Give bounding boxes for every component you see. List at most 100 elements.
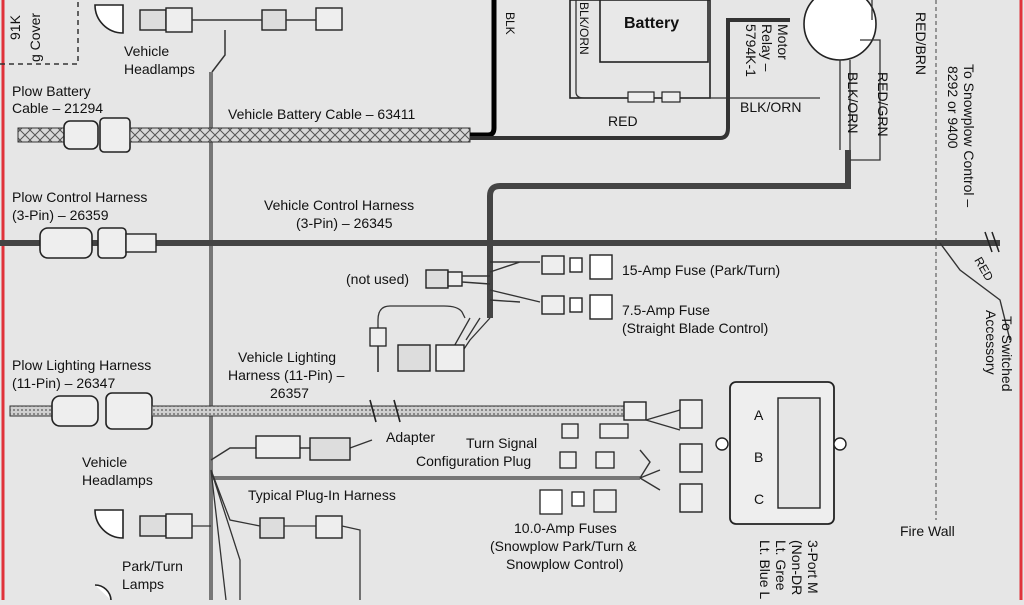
- top-wires: [192, 19, 316, 73]
- bottom-connector-a: [259, 517, 285, 539]
- headlamps-bottom-label-2: Headlamps: [82, 472, 153, 488]
- battery-inner: [599, 0, 709, 63]
- snowplow-control-label-1: To Snowplow Control –: [961, 64, 977, 207]
- fuse-10-c: [593, 489, 617, 513]
- lighting-plug-small: [369, 327, 387, 347]
- battery-leads: [575, 0, 820, 99]
- not-used-label: (not used): [346, 271, 409, 287]
- red-label-2: RED: [971, 255, 996, 284]
- turn-signal-plug-4: [595, 451, 615, 469]
- headlamp-top-connector: [139, 9, 167, 31]
- park-turn-lamp-icon: [94, 584, 112, 601]
- top-connector-4: [315, 7, 343, 31]
- red-brn-label: RED/BRN: [913, 12, 929, 75]
- relay-wires: [839, 0, 881, 161]
- fuse-15-icon: [569, 257, 583, 273]
- plow-control-label-1: Plow Control Harness: [12, 189, 147, 205]
- port-b-connector: [679, 443, 703, 473]
- lighting-end-connector: [623, 401, 647, 421]
- headlamps-top-label-1: Vehicle: [124, 43, 169, 59]
- plow-battery-socket: [99, 117, 131, 153]
- turn-signal-plug-3: [559, 451, 577, 469]
- port-a-label: A: [754, 407, 764, 423]
- module-mount-right: [833, 437, 847, 451]
- vehicle-battery-cable: [129, 127, 471, 143]
- not-used-wires: [461, 275, 491, 285]
- vehicle-battery-cable-label: Vehicle Battery Cable – 63411: [228, 106, 416, 122]
- blk-orn-label-3: BLK/ORN: [845, 72, 861, 133]
- lighting-connector-a: [397, 344, 431, 372]
- turn-signal-label-2: Configuration Plug: [416, 453, 531, 469]
- fire-wall-label: Fire Wall: [900, 523, 955, 539]
- headlamp-top-icon: [94, 4, 124, 34]
- fuse-75-label-2: (Straight Blade Control): [622, 320, 768, 336]
- plow-lighting-label-2: (11-Pin) – 26347: [12, 375, 115, 391]
- turn-signal-plug: [561, 423, 579, 439]
- plow-lighting-plug: [51, 395, 99, 427]
- vehicle-control-label-1: Vehicle Control Harness: [264, 197, 414, 213]
- battery-label: Battery: [624, 15, 679, 32]
- adapter-connector-a: [255, 435, 301, 459]
- module-label-4: Lt. Blue L: [757, 540, 773, 599]
- vehicle-lighting-cable: [151, 405, 633, 417]
- junction-branch: [487, 150, 851, 243]
- cover-word-label: g Cover: [27, 13, 43, 62]
- vehicle-lighting-label-1: Vehicle Lighting: [238, 349, 336, 365]
- plow-battery-label-1: Plow Battery: [12, 83, 91, 99]
- plow-control-socket: [97, 227, 127, 259]
- headlamps-bottom-label-1: Vehicle: [82, 454, 127, 470]
- fuse-75-holder: [541, 295, 565, 315]
- port-c-label: C: [754, 491, 764, 507]
- vehicle-lighting-label-3: 26357: [270, 385, 309, 401]
- plow-lighting-label-1: Plow Lighting Harness: [12, 357, 151, 373]
- red-grn-label: RED/GRN: [875, 72, 891, 137]
- plow-lighting-socket: [105, 392, 153, 430]
- red-switched-wire: [939, 242, 1011, 341]
- port-b-label: B: [754, 449, 763, 465]
- battery-black-cable: [470, 0, 497, 138]
- not-used-connector: [425, 269, 449, 289]
- headlamp-bottom-connector: [139, 515, 167, 537]
- module-label-1: 3-Port M: [805, 540, 821, 594]
- fuse-10-b: [571, 491, 585, 507]
- turn-signal-label-1: Turn Signal: [466, 435, 537, 451]
- fuses-10-label-3: Snowplow Control): [506, 556, 624, 572]
- fuse-15-label: 15-Amp Fuse (Park/Turn): [622, 262, 780, 278]
- bottom-connector-b: [315, 515, 343, 539]
- turn-signal-plug-2: [599, 423, 629, 439]
- motor-relay: [803, 0, 877, 61]
- cover-part-label: 91K: [7, 14, 23, 40]
- not-used-connector-2: [447, 271, 463, 287]
- plow-battery-label-2: Cable – 21294: [12, 100, 103, 116]
- adapter-connector-b: [309, 437, 351, 461]
- lighting-connector-b: [435, 344, 465, 372]
- headlamp-bottom-connector-2: [165, 513, 193, 539]
- motor-relay-label-3: 5794K-1: [743, 24, 759, 77]
- adapter-label: Adapter: [386, 429, 435, 445]
- fuse-10-a: [539, 489, 563, 515]
- fuse-wires: [489, 261, 541, 303]
- headlamps-top-label-2: Headlamps: [124, 61, 195, 77]
- motor-relay-label-2: Relay –: [759, 24, 775, 72]
- headlamp-bottom-icon: [94, 509, 124, 539]
- red-cable-to-relay: [470, 18, 790, 140]
- blk-orn-label-2: BLK/ORN: [740, 99, 801, 115]
- snowplow-control-label-2: 8292 or 9400: [945, 66, 961, 149]
- module-label-3: Lt. Gree: [773, 540, 789, 591]
- fuse-15-cap: [589, 254, 613, 280]
- fuses-10-label-1: 10.0-Amp Fuses: [514, 520, 617, 536]
- switched-accessory-label-2: Accessory: [983, 310, 999, 375]
- plow-control-plug: [39, 227, 93, 259]
- plug-in-harness-label: Typical Plug-In Harness: [248, 487, 396, 503]
- module-window: [777, 397, 821, 509]
- cover-dashed-box: [0, 0, 79, 65]
- vehicle-control-label-2: (3-Pin) – 26345: [296, 215, 393, 231]
- plow-control-socket-2: [125, 233, 157, 253]
- bottom-wires: [192, 469, 361, 601]
- plow-battery-cable-tail: [17, 127, 65, 143]
- switched-accessory-label-1: To Switched: [999, 316, 1015, 391]
- blk-orn-label-1: BLK/ORN: [577, 2, 591, 55]
- park-turn-label-1: Park/Turn: [122, 558, 183, 574]
- plow-battery-plug: [63, 120, 99, 150]
